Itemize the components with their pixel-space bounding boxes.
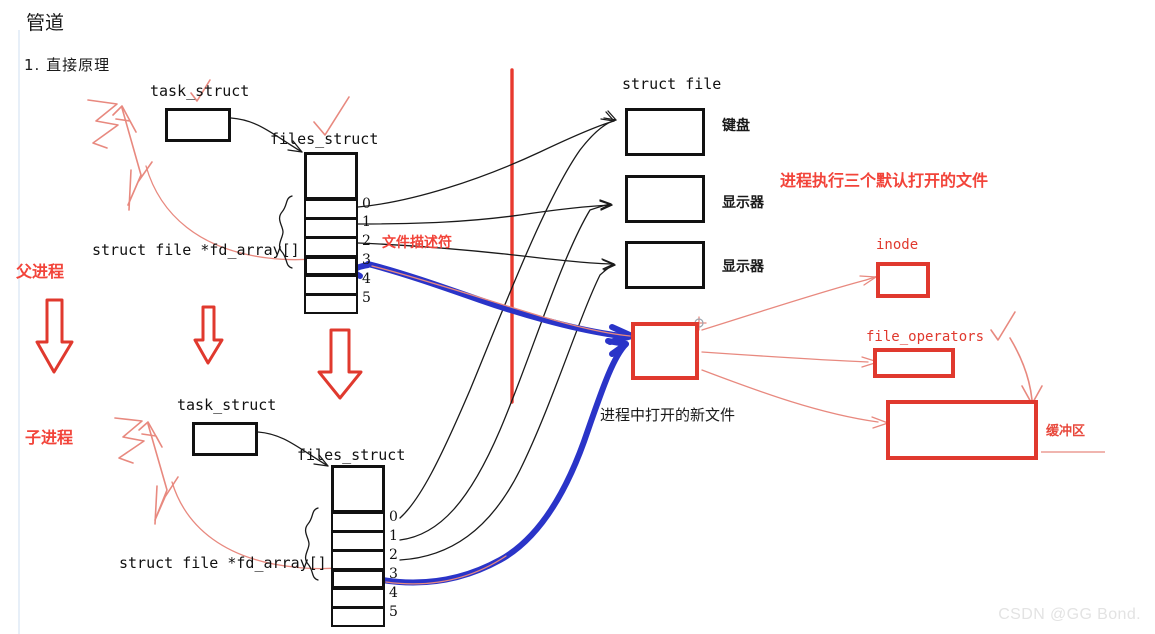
parent-fd-index-0: 0 (362, 196, 371, 212)
parent-fd-cell-0 (304, 199, 358, 219)
child-task-struct-label: task_struct (177, 396, 277, 414)
struct-file-box-monitor-2 (625, 241, 705, 289)
child-fd-index-0: 0 (389, 509, 398, 525)
new-file-box (631, 322, 699, 380)
child-files-struct-header (331, 465, 385, 513)
child-fd-cell-4 (331, 588, 385, 608)
parent-files-struct-header (304, 152, 358, 200)
buffer-label: 缓冲区 (1046, 424, 1086, 439)
file-operators-label: file_operators (866, 329, 985, 345)
file-operators-box (873, 348, 955, 378)
child-process-label: 子进程 (25, 428, 74, 447)
child-fd-index-4: 4 (389, 585, 398, 601)
child-fd-cell-5 (331, 607, 385, 627)
parent-task-struct-label: task_struct (150, 82, 250, 100)
child-fd-cell-0 (331, 512, 385, 532)
parent-fd-index-3: 3 (362, 252, 371, 268)
struct-file-entry-keyboard: 键盘 (722, 118, 750, 134)
inode-label: inode (876, 237, 919, 253)
child-fd-index-1: 1 (389, 528, 398, 544)
parent-fd-cell-3 (304, 256, 358, 276)
parent-files-struct-label: files_struct (270, 130, 379, 148)
child-task-struct-box (192, 422, 258, 456)
struct-file-header: struct file (622, 75, 722, 93)
inode-box (876, 262, 930, 298)
child-files-struct-label: files_struct (297, 446, 406, 464)
child-fd-array-label: struct file *fd_array[] (119, 554, 327, 572)
watermark: CSDN @GG Bond. (998, 606, 1141, 623)
section-heading: 1. 直接原理 (24, 56, 111, 74)
page-title: 管道 (26, 12, 65, 34)
parent-fd-array-label: struct file *fd_array[] (92, 241, 300, 259)
parent-process-label: 父进程 (16, 262, 65, 281)
struct-file-entry-monitor-1: 显示器 (722, 195, 764, 211)
child-fd-cell-1 (331, 531, 385, 551)
struct-file-entry-monitor-2: 显示器 (722, 259, 764, 275)
parent-fd-index-2: 2 (362, 233, 371, 249)
parent-fd-index-1: 1 (362, 214, 371, 230)
parent-fd-index-5: 5 (362, 290, 371, 306)
parent-fd-cell-5 (304, 294, 358, 314)
parent-fd-cell-2 (304, 237, 358, 257)
child-fd-index-2: 2 (389, 547, 398, 563)
new-file-note: 进程中打开的新文件 (600, 406, 736, 424)
parent-fd-index-4: 4 (362, 271, 371, 287)
child-fd-cell-3 (331, 569, 385, 589)
parent-task-struct-box (165, 108, 231, 142)
file-descriptor-annotation: 文件描述符 (382, 235, 452, 251)
child-fd-index-3: 3 (389, 566, 398, 582)
struct-file-box-monitor-1 (625, 175, 705, 223)
child-fd-cell-2 (331, 550, 385, 570)
buffer-box (886, 400, 1038, 460)
child-fd-index-5: 5 (389, 604, 398, 620)
parent-fd-cell-4 (304, 275, 358, 295)
parent-fd-cell-1 (304, 218, 358, 238)
struct-file-box-keyboard (625, 108, 705, 156)
default-files-note: 进程执行三个默认打开的文件 (780, 171, 989, 190)
